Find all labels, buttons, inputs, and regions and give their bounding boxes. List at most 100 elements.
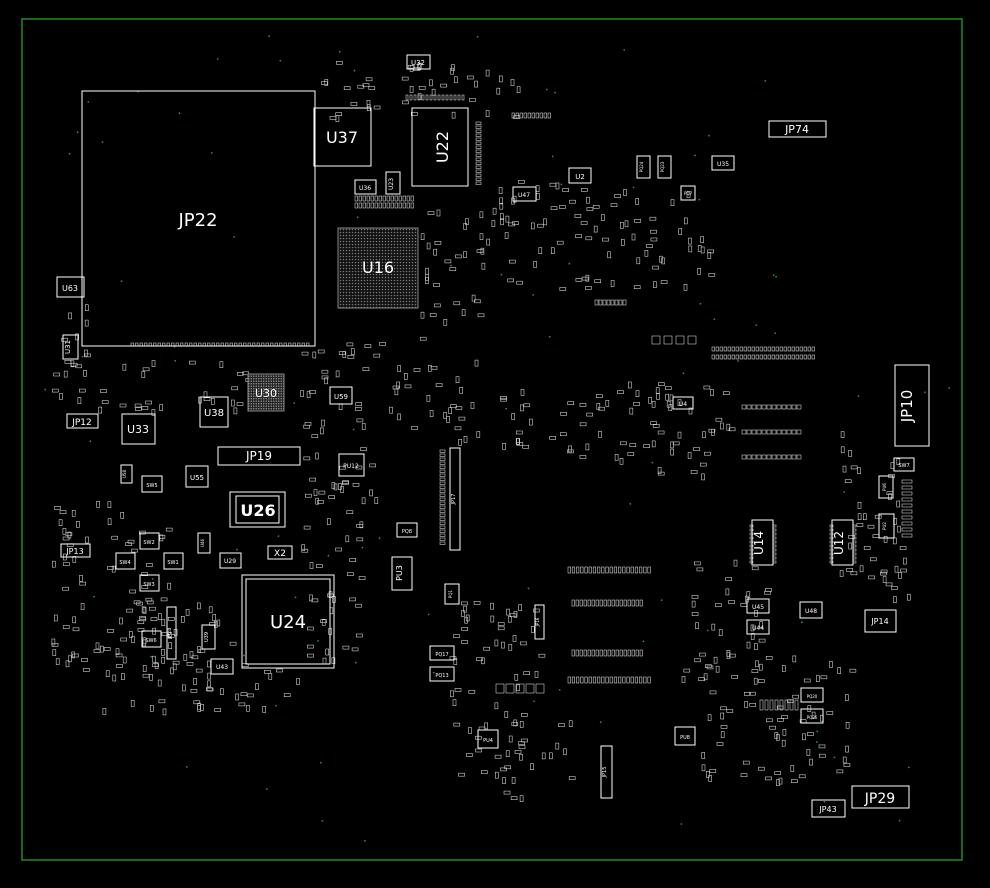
component-u39[interactable]: U39 — [201, 624, 216, 650]
component-sw7[interactable]: SW7 — [893, 457, 915, 472]
component-x2[interactable]: X2 — [267, 545, 293, 560]
component-u47[interactable]: U47 — [512, 186, 537, 202]
component-pq24[interactable]: PQ24 — [636, 155, 651, 179]
component-sw2[interactable]: SW2 — [139, 532, 160, 550]
component-sw3[interactable]: SW3 — [139, 574, 160, 592]
component-jp74[interactable]: JP74 — [768, 120, 827, 138]
component-pq17[interactable]: PQ17 — [429, 645, 455, 661]
component-u45[interactable]: U45 — [746, 598, 770, 614]
passive — [418, 86, 426, 90]
component-u38[interactable]: U38 — [199, 396, 229, 428]
passive — [665, 393, 670, 401]
component-u36[interactable]: U36 — [354, 179, 377, 195]
passive — [497, 626, 505, 631]
passive — [777, 717, 784, 722]
pad — [635, 649, 639, 657]
component-u59[interactable]: U59 — [329, 386, 353, 405]
component-u37[interactable]: U37 — [313, 107, 372, 167]
component-pu2[interactable]: PU2 — [878, 513, 895, 539]
component-u4[interactable]: U4 — [672, 396, 694, 410]
component-sw5[interactable]: SW5 — [141, 475, 163, 493]
component-u55[interactable]: U55 — [185, 465, 209, 488]
component-u43[interactable]: U43 — [210, 658, 234, 675]
passive — [754, 643, 758, 650]
component-u12[interactable]: U12 — [831, 519, 854, 566]
component-u29[interactable]: U29 — [219, 552, 242, 569]
component-jp19[interactable]: JP19 — [217, 446, 301, 466]
component-pq1[interactable]: PQ1 — [444, 583, 460, 605]
component-pu8[interactable]: PU8 — [674, 726, 696, 746]
component-u31[interactable]: U31 — [62, 334, 79, 360]
passive — [842, 756, 847, 764]
pad — [583, 599, 587, 607]
component-sw1[interactable]: SW1 — [163, 552, 184, 570]
pad — [639, 566, 643, 574]
component-u30[interactable]: U30 — [247, 373, 285, 412]
passive — [301, 544, 306, 552]
component-pu6[interactable]: PU6 — [878, 475, 894, 499]
passive — [790, 779, 798, 784]
component-u23[interactable]: U23 — [385, 171, 401, 195]
passive — [309, 477, 317, 482]
component-u14[interactable]: U14 — [751, 519, 774, 566]
component-pu12[interactable]: PU12 — [338, 453, 365, 477]
component-pq23[interactable]: PQ23 — [657, 155, 672, 179]
component-sw4[interactable]: SW4 — [115, 552, 136, 570]
passive — [702, 431, 706, 439]
component-pq26[interactable]: PQ26 — [800, 708, 824, 724]
passive — [897, 525, 901, 533]
pad — [771, 404, 777, 410]
pad — [439, 501, 446, 505]
passive — [698, 677, 705, 682]
component-u44[interactable]: U44 — [746, 619, 770, 635]
component-pq7[interactable]: PQ7 — [680, 185, 696, 201]
component-pu3[interactable]: PU3 — [391, 556, 413, 591]
passive — [499, 197, 503, 205]
component-u46[interactable]: U46 — [197, 532, 211, 554]
passive — [413, 368, 421, 372]
passive — [453, 722, 461, 727]
component-u58[interactable]: U58 — [120, 464, 133, 484]
component-sw6[interactable]: SW6 — [141, 630, 162, 648]
passive — [435, 383, 443, 387]
component-u48[interactable]: U48 — [799, 601, 823, 619]
pad — [439, 505, 446, 509]
component-jp12[interactable]: JP12 — [66, 413, 99, 429]
component-pq13[interactable]: PQ13 — [429, 666, 455, 682]
via — [558, 689, 561, 691]
component-jp16[interactable]: JP16 — [534, 604, 545, 640]
passive — [594, 279, 602, 284]
passive — [369, 463, 376, 468]
component-jp15[interactable]: JP15 — [600, 745, 613, 799]
component-pq8[interactable]: PQ8 — [396, 522, 418, 538]
component-jp28[interactable]: JP28 — [166, 606, 177, 660]
component-u35[interactable]: U35 — [711, 155, 735, 171]
passive — [718, 629, 723, 636]
component-jp22[interactable]: JP22 — [81, 90, 316, 347]
component-u2[interactable]: U2 — [568, 167, 592, 184]
component-u16[interactable]: U16 — [337, 227, 419, 309]
component-pq20[interactable]: PQ20 — [800, 687, 824, 703]
component-u24[interactable]: U24 — [241, 574, 335, 669]
component-u26[interactable]: U26 — [229, 491, 286, 528]
component-jp17[interactable]: JP17 — [449, 447, 461, 551]
component-jp10[interactable]: JP10 — [894, 364, 930, 447]
via — [476, 35, 479, 38]
component-u22[interactable]: U22 — [411, 107, 469, 187]
component-jp29[interactable]: JP29 — [851, 785, 910, 809]
pad — [723, 346, 727, 352]
component-u63[interactable]: U63 — [56, 276, 85, 298]
pad — [475, 157, 482, 161]
pad — [439, 513, 446, 517]
passive — [670, 448, 675, 456]
component-jp43[interactable]: JP43 — [811, 799, 846, 818]
pad — [715, 346, 719, 352]
passive — [879, 571, 887, 576]
component-jp13[interactable]: JP13 — [60, 543, 91, 558]
component-jp14[interactable]: JP14 — [864, 609, 897, 633]
component-pu4[interactable]: PU4 — [477, 729, 499, 749]
passive — [620, 441, 627, 446]
component-u33[interactable]: U33 — [121, 413, 156, 445]
pad — [786, 404, 792, 410]
component-u32[interactable]: U32 — [406, 54, 431, 70]
